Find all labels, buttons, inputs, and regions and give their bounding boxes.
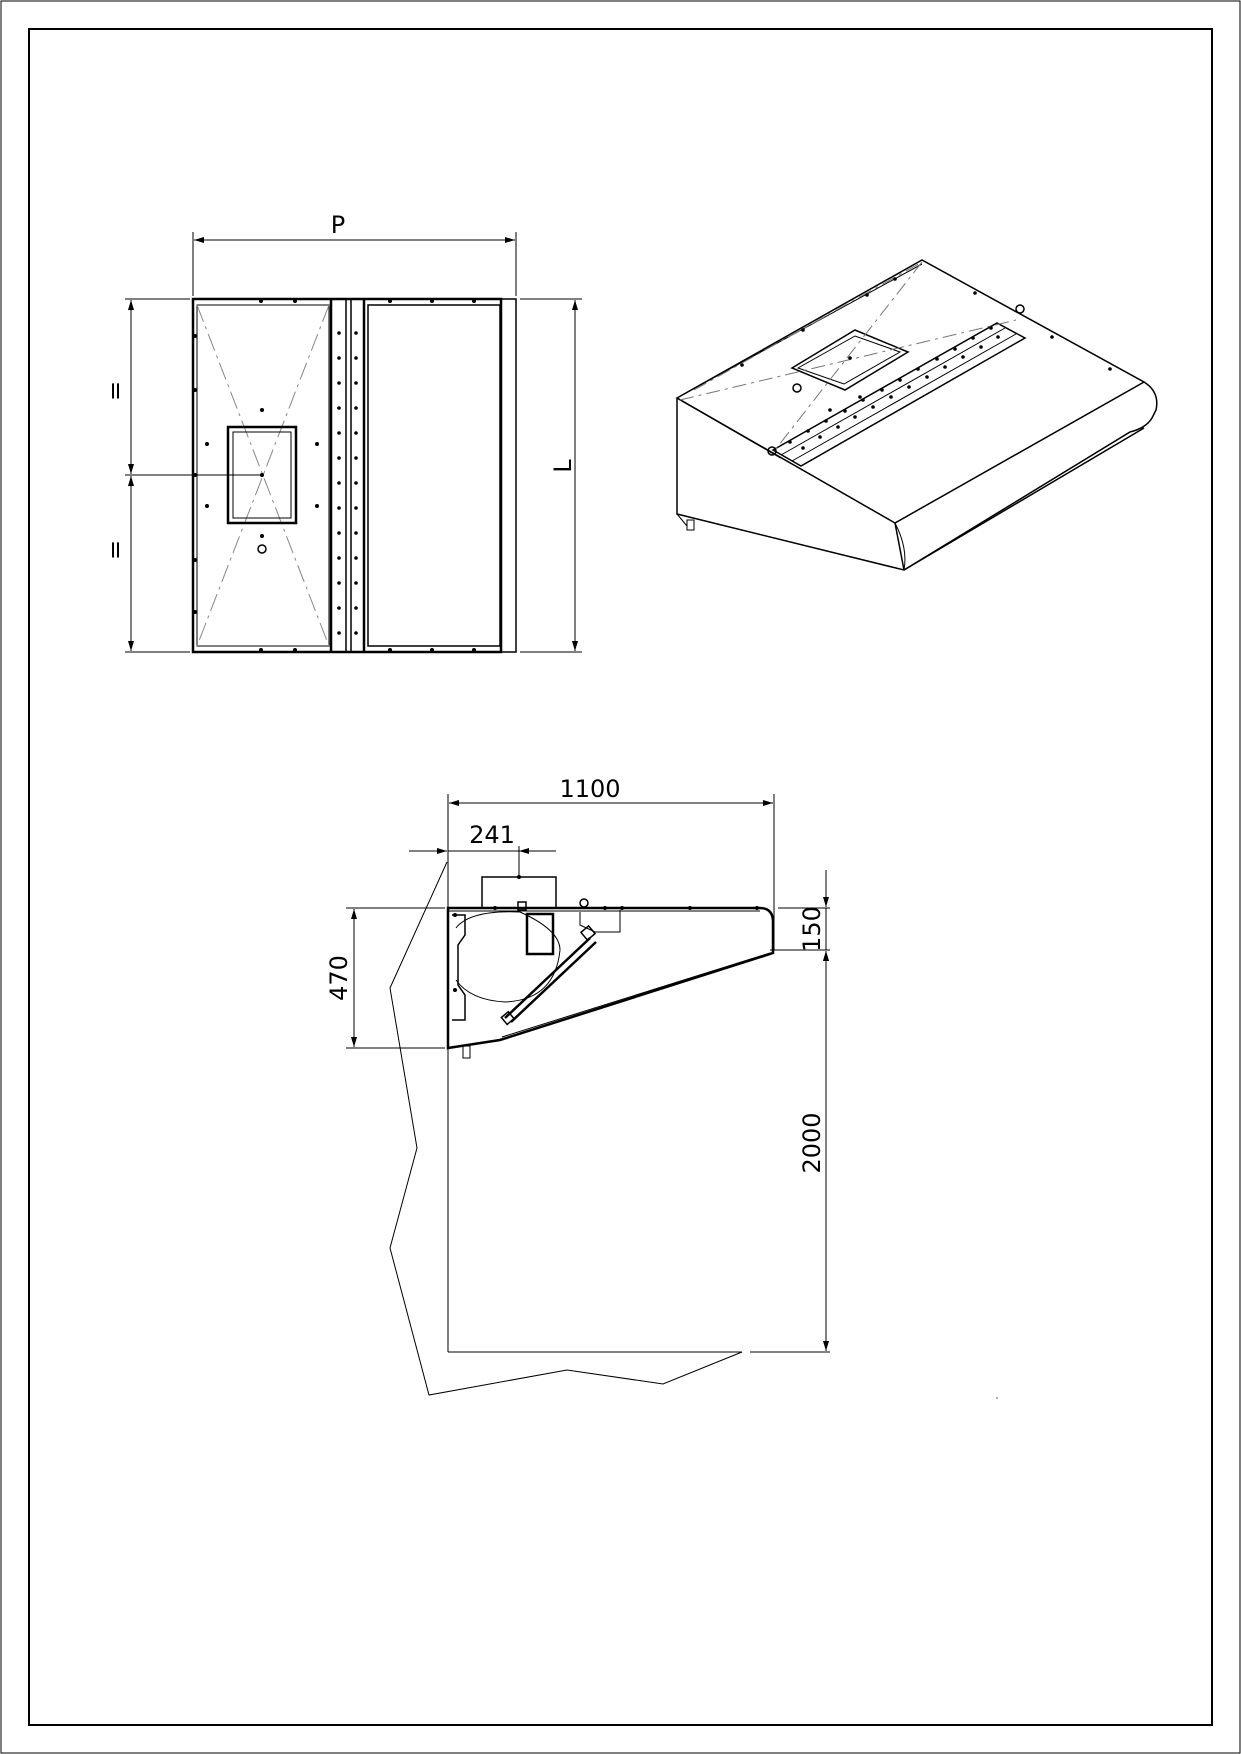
isometric-view <box>675 259 1158 571</box>
top-view-rivets <box>193 299 476 652</box>
side-view: 1100 241 470 150 2000 <box>325 775 830 1396</box>
dimension-depth-label: 1100 <box>559 775 620 803</box>
hood-profile <box>446 906 775 1050</box>
dimension-mount-height-label: 2000 <box>798 1112 826 1173</box>
dimension-equal-bottom-label: = <box>101 540 129 560</box>
dimension-offset-label: 241 <box>469 821 515 849</box>
dimension-height-label: 470 <box>325 955 353 1001</box>
dimension-length-label: L <box>549 459 577 473</box>
top-view: P L = = <box>101 211 582 654</box>
dimension-equal-top-label: = <box>101 381 129 401</box>
wall-break-line <box>389 861 743 1396</box>
dimension-width-label: P <box>331 211 345 239</box>
channel-rivets <box>337 331 358 635</box>
dimension-front-height-label: 150 <box>798 906 826 952</box>
inner-border <box>28 28 1213 1726</box>
isometric-rivets <box>740 277 1112 450</box>
stray-mark <box>996 1397 998 1399</box>
